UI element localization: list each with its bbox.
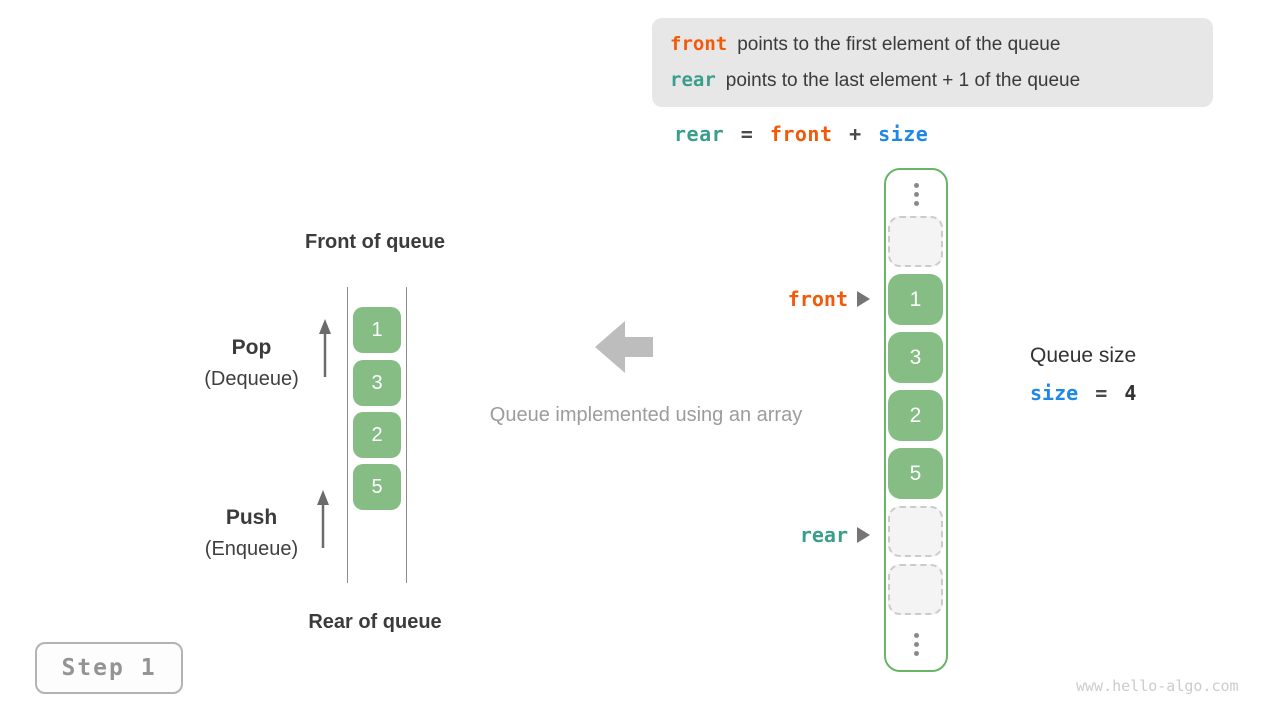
size-value: 4 (1124, 381, 1137, 405)
pop-subtitle: (Dequeue) (204, 368, 299, 390)
front-keyword: front (670, 33, 728, 55)
front-pointer-arrow-icon (857, 291, 870, 307)
diagram-caption: Queue implemented using an array (489, 404, 803, 426)
front-pointer: front (700, 287, 870, 311)
queue-channel-right-wall (406, 287, 407, 583)
watermark: www.hello-algo.com (1076, 677, 1239, 695)
pop-up-arrow-icon (319, 319, 331, 377)
rear-keyword: rear (670, 69, 716, 91)
pop-title: Pop (231, 336, 272, 359)
push-label-block: Push (Enqueue) (169, 506, 334, 561)
pop-label-block: Pop (Dequeue) (169, 336, 334, 391)
array-cell: 2 (888, 390, 943, 441)
array-cell-empty (888, 216, 943, 267)
formula: rear = front + size (674, 122, 932, 146)
formula-equals: = (740, 122, 754, 146)
ellipsis-bottom-icon (913, 633, 919, 660)
size-equals: = (1095, 381, 1108, 405)
queue-channel-left-wall (347, 287, 348, 583)
ellipsis-top-icon (913, 183, 919, 210)
rear-pointer-arrow-icon (857, 527, 870, 543)
push-up-arrow-icon (317, 490, 329, 548)
formula-front: front (769, 122, 833, 146)
step-badge: Step 1 (35, 642, 183, 694)
formula-rear: rear (674, 122, 725, 146)
push-title: Push (225, 506, 278, 529)
rear-pointer: rear (700, 523, 870, 547)
front-pointer-label: front (787, 287, 848, 311)
array-cell: 3 (888, 332, 943, 383)
formula-size: size (878, 122, 929, 146)
rear-of-queue-label: Rear of queue (308, 611, 442, 633)
queue-size-label: Queue size (1030, 344, 1137, 367)
left-queue-cell: 3 (353, 360, 401, 406)
step-badge-label: Step 1 (61, 655, 157, 681)
formula-plus: + (849, 122, 862, 146)
legend-line-rear: rear points to the last element + 1 of th… (670, 65, 1213, 96)
legend-line-front: front points to the first element of the … (670, 29, 1213, 60)
left-block-arrow-icon (595, 321, 653, 373)
legend-line-front-text: points to the first element of the queue (737, 34, 1061, 55)
left-queue-cell: 5 (353, 464, 401, 510)
array-cell-empty (888, 506, 943, 557)
pointer-legend-box: front points to the first element of the … (652, 18, 1213, 107)
front-of-queue-label: Front of queue (305, 231, 445, 253)
left-queue-cell: 1 (353, 307, 401, 353)
rear-pointer-label: rear (799, 523, 848, 547)
array-cell-empty (888, 564, 943, 615)
push-subtitle: (Enqueue) (204, 538, 299, 560)
legend-line-rear-text: points to the last element + 1 of the qu… (725, 70, 1081, 91)
left-queue-cell: 2 (353, 412, 401, 458)
array-cell: 1 (888, 274, 943, 325)
queue-size-expression: size = 4 (1030, 381, 1141, 405)
array-cell: 5 (888, 448, 943, 499)
size-variable: size (1030, 381, 1079, 405)
